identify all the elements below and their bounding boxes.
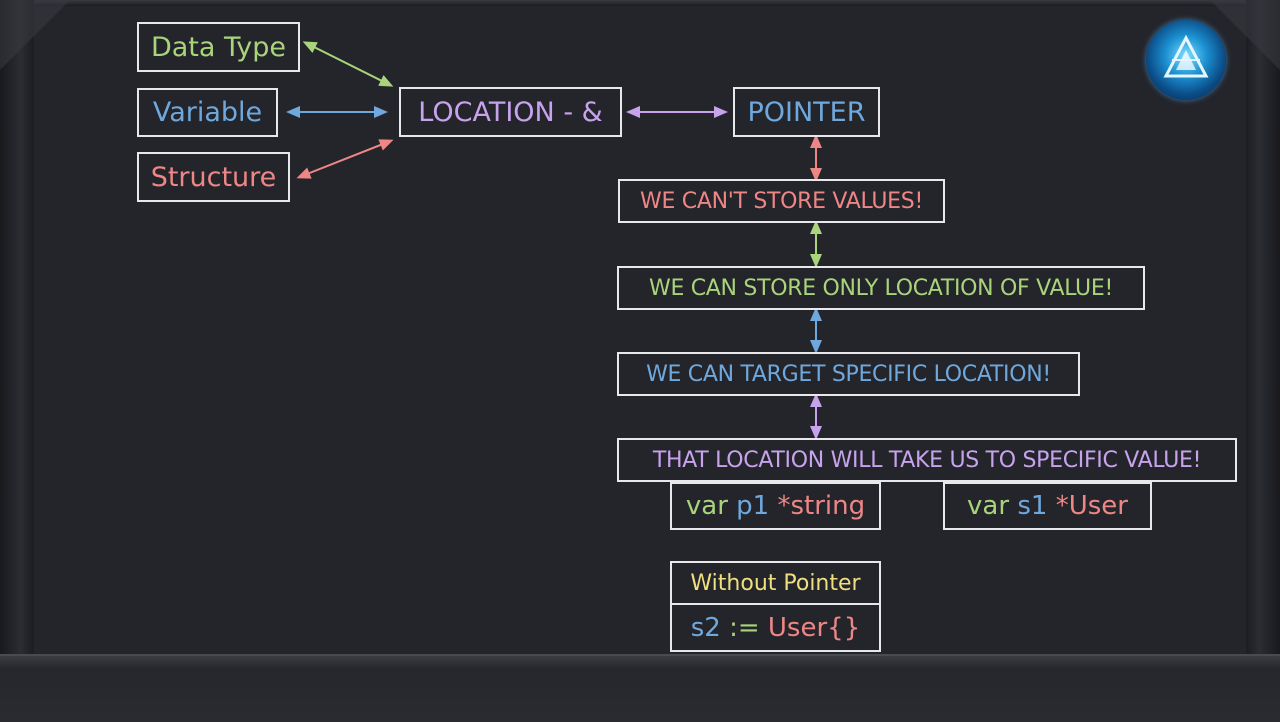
code-p1-name: p1	[736, 491, 770, 521]
cant-store-values-box: WE CAN'T STORE VALUES!	[618, 179, 945, 223]
without-pointer-var: s2	[690, 612, 721, 643]
structure-box: Structure	[137, 152, 290, 202]
frame-top	[0, 0, 1280, 6]
code-s1-name: s1	[1017, 491, 1048, 521]
code-s1-type: *User	[1055, 491, 1128, 521]
code-p1-keyword: var	[685, 491, 728, 521]
arrow-datatype-location	[302, 41, 394, 87]
data-type-label: Data Type	[150, 31, 287, 63]
data-type-box: Data Type	[137, 22, 300, 72]
frame-corner-top-left	[0, 0, 70, 70]
arrow-structure-location	[296, 139, 394, 179]
location-box: LOCATION - &	[399, 87, 622, 137]
cant-store-values-label: WE CAN'T STORE VALUES!	[640, 188, 923, 214]
without-pointer-panel: Without Pointer s2 := User{}	[670, 561, 881, 652]
code-p1-box: var p1 *string	[670, 482, 881, 530]
code-s1-keyword: var	[967, 491, 1010, 521]
target-location-box: WE CAN TARGET SPECIFIC LOCATION!	[617, 352, 1080, 396]
structure-label: Structure	[150, 161, 277, 193]
without-pointer-title-box: Without Pointer	[670, 561, 881, 605]
without-pointer-value: User{}	[767, 612, 861, 643]
target-location-label: WE CAN TARGET SPECIFIC LOCATION!	[646, 361, 1051, 387]
without-pointer-title: Without Pointer	[690, 570, 861, 596]
code-s1-box: var s1 *User	[943, 482, 1152, 530]
without-pointer-op: :=	[729, 612, 760, 643]
frame-right	[1246, 0, 1280, 720]
store-location-label: WE CAN STORE ONLY LOCATION OF VALUE!	[649, 275, 1113, 301]
code-p1-type: *string	[777, 491, 866, 521]
frame-bottom	[0, 654, 1280, 722]
pointer-label: POINTER	[747, 96, 866, 128]
take-to-value-label: THAT LOCATION WILL TAKE US TO SPECIFIC V…	[652, 447, 1202, 473]
triangle-crest-logo-icon	[1146, 20, 1226, 100]
pointer-box: POINTER	[733, 87, 880, 137]
variable-label: Variable	[152, 97, 263, 128]
variable-box: Variable	[137, 88, 278, 137]
store-location-box: WE CAN STORE ONLY LOCATION OF VALUE!	[617, 266, 1145, 310]
take-to-value-box: THAT LOCATION WILL TAKE US TO SPECIFIC V…	[617, 438, 1237, 482]
location-label: LOCATION - &	[418, 96, 603, 128]
frame-left	[0, 0, 34, 720]
without-pointer-code-box: s2 := User{}	[670, 603, 881, 652]
